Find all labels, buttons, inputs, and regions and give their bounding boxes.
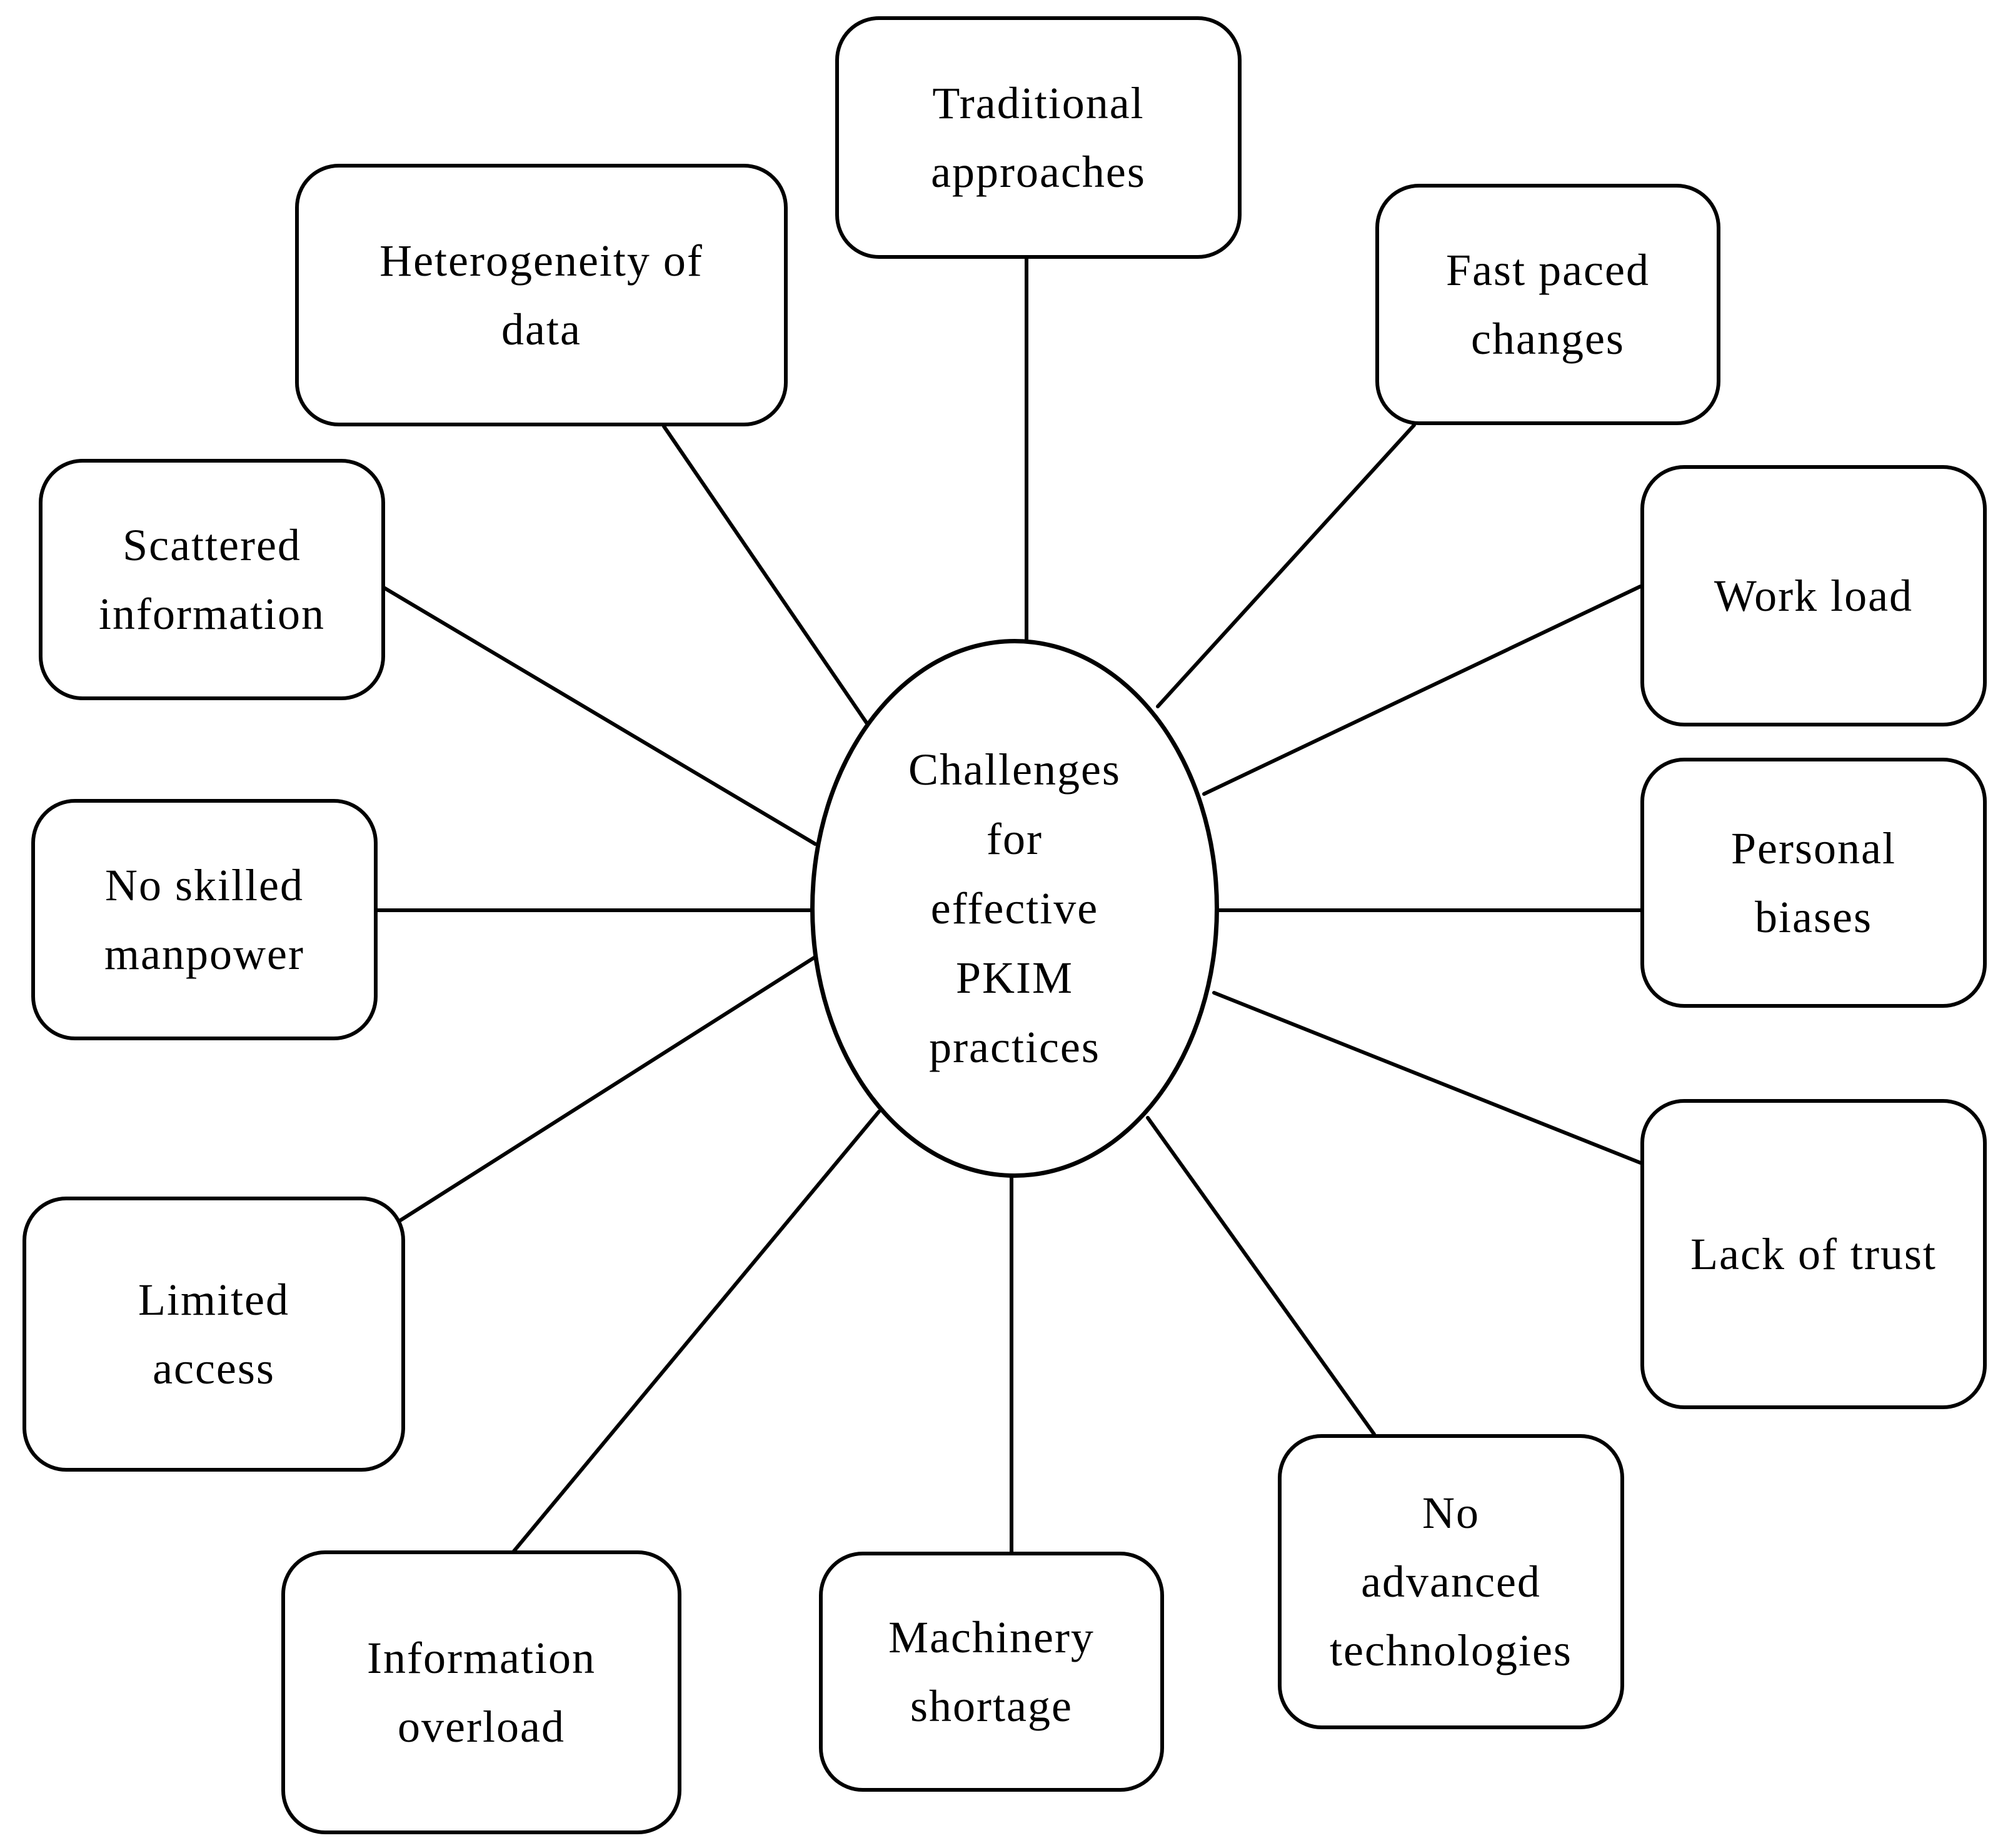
- node-no-skilled-manpower: No skilled manpower: [31, 799, 378, 1040]
- node-label-line: manpower: [104, 929, 304, 979]
- node-label-line: Fast paced: [1446, 245, 1650, 295]
- node-label-line: No skilled: [105, 860, 304, 910]
- node-work-load: Work load: [1640, 465, 1987, 726]
- node-personal-biases: Personal biases: [1640, 758, 1987, 1008]
- node-machinery-shortage: Machinery shortage: [819, 1552, 1164, 1792]
- node-label-line: Limited: [138, 1275, 289, 1325]
- connector-no-advanced-technologies: [1146, 1116, 1376, 1436]
- node-label-line: Work load: [1714, 571, 1914, 621]
- node-scattered-information: Scattered information: [39, 459, 385, 700]
- node-label-line: overload: [398, 1702, 565, 1752]
- node-label-line: information: [99, 589, 325, 639]
- node-label-line: Machinery: [888, 1612, 1095, 1662]
- center-label-line: PKIM: [955, 952, 1074, 1003]
- connector-fast-paced-changes: [1156, 423, 1416, 708]
- node-label-line: access: [153, 1343, 275, 1394]
- center-label-line: for: [986, 813, 1043, 864]
- node-label-line: data: [501, 304, 581, 354]
- node-label-line: Lack of trust: [1690, 1229, 1937, 1279]
- node-traditional-approaches: Traditional approaches: [835, 16, 1242, 259]
- node-label-line: shortage: [910, 1681, 1073, 1731]
- connector-limited-access: [381, 956, 816, 1233]
- node-label-line: Heterogeneity of: [379, 236, 703, 286]
- node-heterogeneity-of-data: Heterogeneity of data: [295, 164, 788, 426]
- connector-work-load: [1202, 585, 1642, 796]
- node-information-overload: Information overload: [281, 1550, 681, 1834]
- node-fast-paced-changes: Fast paced changes: [1375, 184, 1720, 425]
- connector-heterogeneity-of-data: [662, 424, 868, 725]
- node-label-line: technologies: [1330, 1625, 1572, 1675]
- node-label-line: Scattered: [123, 520, 301, 570]
- node-label-line: Traditional: [932, 78, 1145, 128]
- node-label-line: advanced: [1361, 1557, 1541, 1607]
- center-ellipse: Challenges for effective PKIM practices: [810, 639, 1219, 1178]
- connector-lack-of-trust: [1212, 991, 1642, 1165]
- connector-information-overload: [510, 1110, 881, 1556]
- center-label-line: Challenges: [908, 744, 1121, 795]
- node-label-line: No: [1422, 1488, 1480, 1538]
- node-label-line: Personal: [1731, 823, 1896, 873]
- node-label-line: changes: [1471, 314, 1625, 364]
- node-label-line: Information: [367, 1633, 596, 1683]
- node-limited-access: Limited access: [23, 1197, 405, 1472]
- node-label-line: biases: [1755, 892, 1872, 942]
- center-label-line: practices: [929, 1022, 1100, 1072]
- center-label-line: effective: [930, 883, 1099, 933]
- node-label-line: approaches: [931, 147, 1146, 197]
- connector-scattered-information: [382, 586, 817, 846]
- node-no-advanced-technologies: No advanced technologies: [1278, 1434, 1624, 1729]
- node-lack-of-trust: Lack of trust: [1640, 1099, 1987, 1409]
